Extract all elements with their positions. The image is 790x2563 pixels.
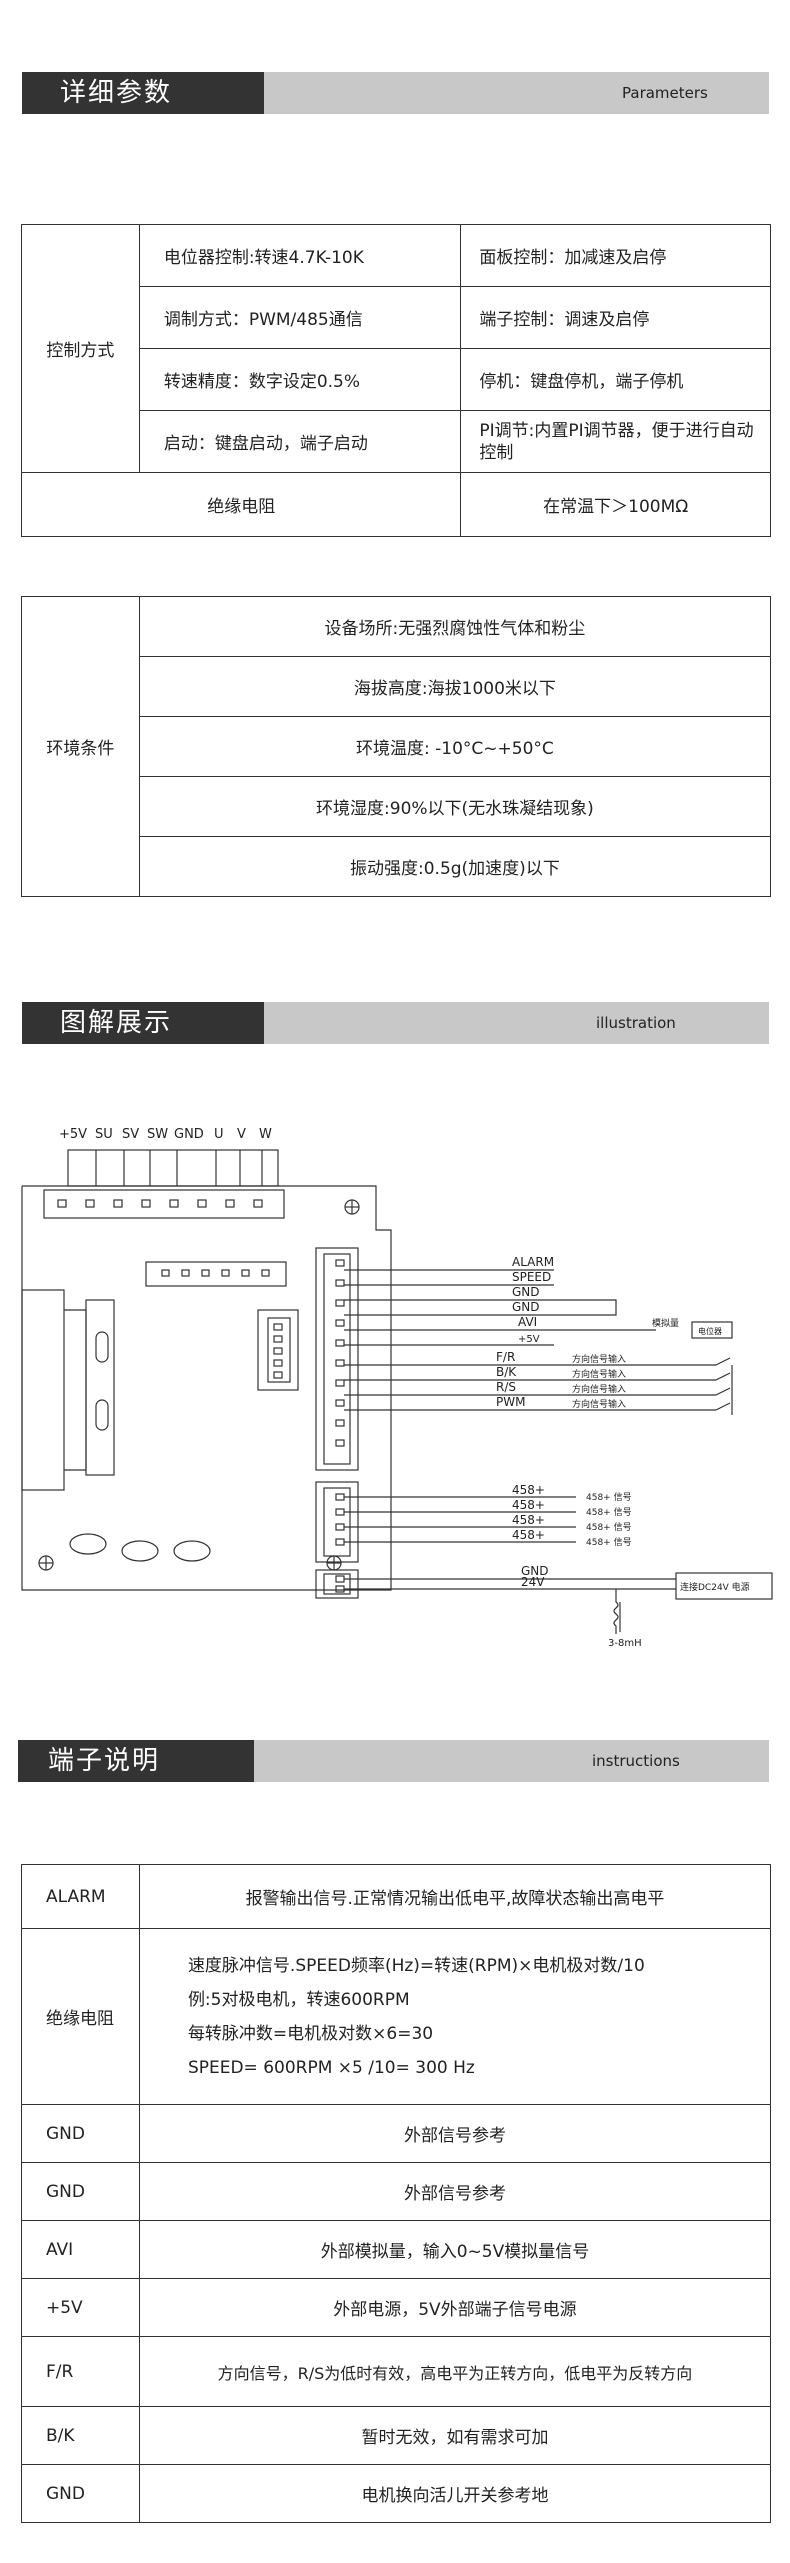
terminal-label: SV [122, 1127, 139, 1142]
terminal-label: SW [147, 1127, 168, 1142]
section-title: 图解展示 [22, 1002, 264, 1044]
direction-label: 方向信号输入 [572, 1383, 626, 1395]
terminal-label: W [259, 1127, 272, 1142]
rs485-label: 458+ [512, 1483, 545, 1497]
pot-box-label: 电位器 [698, 1326, 722, 1336]
terminal-name: AVI [21, 2220, 140, 2279]
wiring-diagram: +5V SU SV SW GND U V W [21, 1127, 773, 1649]
direction-label: 方向信号输入 [572, 1398, 626, 1410]
cell: 环境湿度:90%以下(无水珠凝结现象) [138, 776, 772, 837]
terminal-label: +5V [59, 1127, 87, 1142]
section-header-illustration: 图解展示 illustration [22, 1002, 769, 1044]
section-header-instructions: 端子说明 instructions [18, 1740, 769, 1782]
rs485-signal: 458+ 信号 [586, 1536, 632, 1548]
terminal-label: SU [95, 1127, 113, 1142]
signal-label: R/S [496, 1380, 516, 1394]
environment-table: 环境条件 设备场所:无强烈腐蚀性气体和粉尘 海拔高度:海拔1000米以下 环境温… [21, 596, 772, 897]
signal-label: ALARM [512, 1255, 554, 1269]
terminal-desc: 外部模拟量，输入0~5V模拟量信号 [138, 2220, 772, 2279]
direction-label: 方向信号输入 [572, 1368, 626, 1380]
cell: 振动强度:0.5g(加速度)以下 [138, 836, 772, 897]
terminal-name: +5V [21, 2278, 140, 2337]
terminal-label: V [237, 1127, 246, 1142]
cell: 调制方式：PWM/485通信 [138, 286, 462, 349]
rs485-label: 458+ [512, 1528, 545, 1542]
cell: 启动：键盘启动，端子启动 [138, 410, 462, 473]
cell: 面板控制：加减速及启停 [460, 224, 771, 287]
terminal-desc: 外部信号参考 [138, 2162, 772, 2221]
section-subtitle: Parameters [622, 84, 708, 102]
rs485-label: 458+ [512, 1513, 545, 1527]
terminal-name: B/K [21, 2406, 140, 2465]
rs485-label: 458+ [512, 1498, 545, 1512]
env-group-label: 环境条件 [21, 596, 140, 897]
desc-line: SPEED= 600RPM ×5 /10= 300 Hz [187, 2057, 475, 2078]
inductor-label: 3-8mH [608, 1638, 642, 1649]
signal-label: PWM [496, 1395, 525, 1409]
control-group-label: 控制方式 [21, 224, 140, 473]
signal-label: +5V [518, 1334, 540, 1345]
cell: 停机：键盘停机，端子停机 [460, 348, 771, 411]
insulation-value: 在常温下＞100MΩ [460, 472, 771, 537]
signal-label: F/R [496, 1350, 515, 1364]
insulation-label: 绝缘电阻 [20, 472, 462, 537]
terminal-desc: 暂时无效，如有需求可加 [138, 2406, 772, 2465]
terminal-name: ALARM [21, 1864, 140, 1929]
rs485-signal: 458+ 信号 [586, 1506, 632, 1518]
cell: 海拔高度:海拔1000米以下 [138, 656, 772, 717]
section-header-params: 详细参数 Parameters [22, 72, 769, 114]
section-title: 详细参数 [22, 72, 264, 114]
terminal-label: GND [174, 1127, 204, 1142]
control-table: 控制方式 电位器控制:转速4.7K-10K 面板控制：加减速及启停 调制方式：P… [20, 224, 771, 537]
terminal-name: GND [21, 2162, 140, 2221]
rs485-signal: 458+ 信号 [586, 1521, 632, 1533]
power-label: GND [521, 1564, 549, 1578]
power-label: 24V [521, 1575, 545, 1589]
cell: PI调节:内置PI调节器，便于进行自动控制 [460, 410, 771, 473]
cell: 电位器控制:转速4.7K-10K [138, 224, 462, 287]
desc-line: 速度脉冲信号.SPEED频率(Hz)=转速(RPM)×电机极对数/10 [187, 1955, 645, 1976]
terminal-name: GND [21, 2464, 140, 2523]
motor-terminal-block [67, 1149, 279, 1187]
section-subtitle: instructions [592, 1752, 680, 1770]
signal-label: B/K [496, 1365, 517, 1379]
terminal-desc: 电机换向活儿开关参考地 [138, 2464, 772, 2523]
desc-line: 例:5对极电机，转速600RPM [187, 1989, 410, 2010]
cell: 设备场所:无强烈腐蚀性气体和粉尘 [138, 596, 772, 657]
signal-label: GND [512, 1300, 540, 1314]
terminal-desc: 外部电源，5V外部端子信号电源 [138, 2278, 772, 2337]
signal-label: SPEED [512, 1270, 551, 1284]
terminal-desc: 方向信号，R/S为低时有效，高电平为正转方向，低电平为反转方向 [138, 2336, 772, 2407]
cell: 环境温度: -10°C~+50°C [138, 716, 772, 777]
pot-label: 模拟量 [652, 1317, 679, 1329]
section-title: 端子说明 [18, 1740, 254, 1782]
terminal-name: GND [21, 2104, 140, 2163]
cell: 端子控制：调速及启停 [460, 286, 771, 349]
terminal-desc: 外部信号参考 [138, 2104, 772, 2163]
terminal-desc: 报警输出信号.正常情况输出低电平,故障状态输出高电平 [138, 1864, 772, 1929]
terminal-table: ALARM 报警输出信号.正常情况输出低电平,故障状态输出高电平 绝缘电阻 速度… [21, 1864, 772, 2523]
section-subtitle: illustration [596, 1014, 676, 1032]
signal-label: GND [512, 1285, 540, 1299]
cell: 转速精度：数字设定0.5% [138, 348, 462, 411]
terminal-name: 绝缘电阻 [21, 1928, 140, 2105]
terminal-label: U [214, 1127, 224, 1142]
signal-label: AVI [518, 1315, 537, 1329]
terminal-name: F/R [21, 2336, 140, 2407]
power-box-label: 连接DC24V 电源 [680, 1581, 750, 1593]
terminal-desc: 速度脉冲信号.SPEED频率(Hz)=转速(RPM)×电机极对数/10 例:5对… [138, 1928, 772, 2105]
desc-line: 每转脉冲数=电机极对数×6=30 [187, 2023, 434, 2044]
rs485-signal: 458+ 信号 [586, 1491, 632, 1503]
direction-label: 方向信号输入 [572, 1353, 626, 1365]
